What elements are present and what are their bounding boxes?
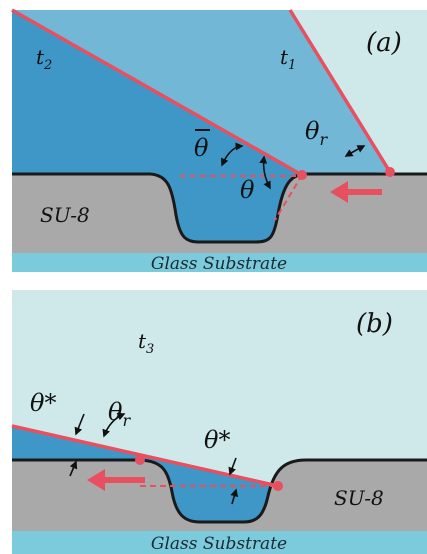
panel-b-tag: (b) <box>356 309 393 339</box>
panel-a-dashed-trench <box>274 174 303 221</box>
label-theta-r-b: θr <box>108 398 131 430</box>
panel-a-contact-point-right <box>385 167 395 177</box>
angle-arc-icon <box>344 145 366 157</box>
panel-a-trench-liquid <box>150 175 306 242</box>
label-theta-r: θr <box>305 117 328 149</box>
panel-b-contact-point-right <box>273 481 283 491</box>
panel-b-glass <box>12 531 427 554</box>
panel-b-trench-liquid <box>140 460 278 522</box>
label-glass-a: Glass Substrate <box>151 254 287 274</box>
panel-a: t2 t1 (a) θ θ θr SU-8 Glass Substrate <box>11 8 427 274</box>
angle-arc-icon <box>259 155 271 190</box>
panel-a-su8 <box>12 174 427 253</box>
angle-arc-icon <box>220 142 244 167</box>
label-t3: t3 <box>138 329 154 357</box>
panel-b-contact-point-left <box>135 455 145 465</box>
flow-arrow-left-icon <box>330 181 382 203</box>
panel-a-interface-t1 <box>288 9 392 173</box>
label-theta-bar: θ <box>194 134 209 162</box>
label-su8-a: SU-8 <box>40 203 90 227</box>
label-theta: θ <box>240 176 255 204</box>
panel-a-interface-t2 <box>11 8 303 177</box>
label-theta-star-right: θ* <box>204 426 230 454</box>
label-su8-b: SU-8 <box>334 486 384 510</box>
panel-b: t3 (b) θ* θr θ* SU-8 Glass Substrate <box>11 290 427 554</box>
panel-a-liquid-t1 <box>12 10 390 175</box>
panel-a-tag: (a) <box>366 28 402 58</box>
label-glass-b: Glass Substrate <box>151 534 287 554</box>
label-t1: t1 <box>280 45 296 73</box>
panel-a-glass <box>12 253 427 272</box>
label-theta-star-left: θ* <box>30 389 56 417</box>
panel-a-su8-outline <box>12 172 427 244</box>
panel-b-su8-outline <box>12 458 427 524</box>
angle-tick-arrow-icon <box>69 413 239 505</box>
flow-arrow-left-icon <box>87 469 145 491</box>
panel-a-contact-point-left <box>297 170 307 180</box>
panel-b-interface <box>11 424 279 488</box>
label-t2: t2 <box>36 45 52 73</box>
angle-arc-icon <box>102 412 126 438</box>
